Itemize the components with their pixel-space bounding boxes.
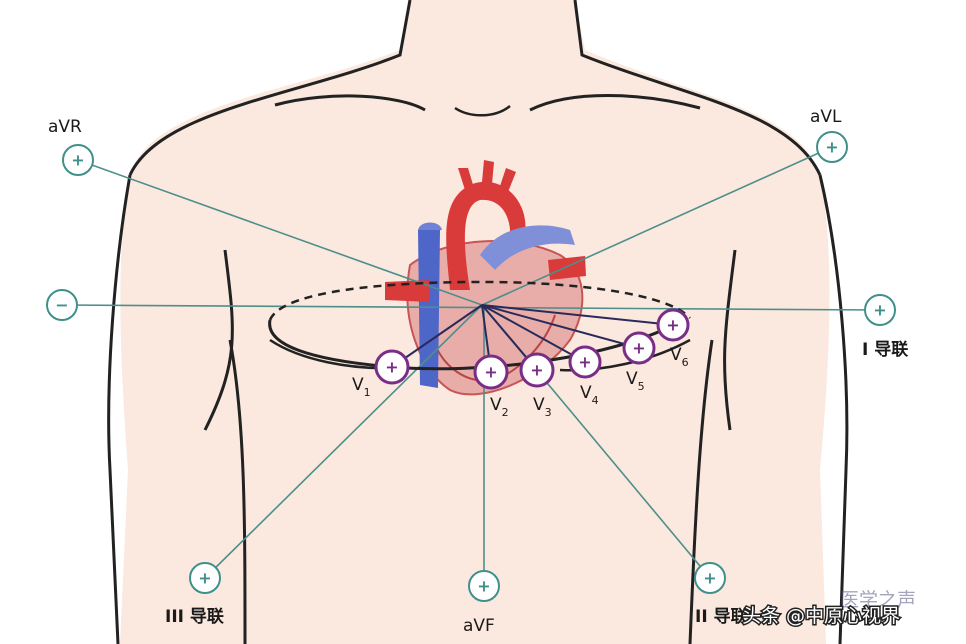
left-torso-side <box>688 339 714 644</box>
right-arm-outline <box>107 174 132 644</box>
right-torso-side <box>228 339 247 644</box>
electrode-v5-sign: + <box>632 339 645 358</box>
label-avr: aVR <box>48 117 82 137</box>
limb-labels: aVR aVL I 导联 III 导联 aVF II 导联 <box>48 107 908 636</box>
label-v3: V3 <box>533 395 552 419</box>
lead-line-lead3 <box>204 304 483 579</box>
electrode-lead3-sign: + <box>198 569 211 588</box>
watermark: 医学之声 头条 @中原心视界 <box>741 589 917 629</box>
aorta-arch <box>446 181 526 290</box>
precordial-line-v6 <box>481 304 674 326</box>
electrode-avl: + <box>816 131 848 163</box>
neck-shoulder-right <box>573 0 822 176</box>
precordial-line-v1 <box>391 304 483 368</box>
label-v1: V1 <box>352 375 371 399</box>
precordial-electrodes: + + + + + + <box>374 308 690 390</box>
lead-line-avr <box>77 159 483 306</box>
electrode-v2: + <box>473 354 509 390</box>
electrode-v4-sign: + <box>578 353 591 372</box>
label-lead3: III 导联 <box>165 607 224 627</box>
precordial-line-v5 <box>481 304 640 349</box>
electrode-v6: + <box>656 308 690 342</box>
label-v6: V6 <box>670 345 689 369</box>
sternal-notch <box>454 104 511 117</box>
electrode-avf-sign: + <box>477 577 490 596</box>
neck-shoulder-left <box>128 0 412 176</box>
label-v5: V5 <box>626 369 645 393</box>
left-collarbone <box>529 94 701 112</box>
electrode-lead2: + <box>694 562 726 594</box>
electrode-lead1-positive: + <box>864 294 896 326</box>
lead-line-avl <box>481 146 833 306</box>
electrode-lead1-negative-sign: − <box>55 296 68 315</box>
vena-cava-top <box>418 222 442 230</box>
electrode-v1: + <box>374 349 410 385</box>
electrode-lead2-sign: + <box>703 569 716 588</box>
left-arm-outline <box>818 174 849 644</box>
pulmonary-vein-left <box>548 256 586 280</box>
label-lead2: II 导联 <box>695 607 748 627</box>
right-collarbone <box>274 94 426 112</box>
limb-electrodes: + + − + + + + <box>46 131 896 602</box>
pulmonary-vein-right <box>385 280 430 302</box>
watermark-faded-text: 医学之声 <box>840 589 916 611</box>
left-armpit-line <box>723 249 737 431</box>
electrode-avr: + <box>62 144 94 176</box>
electrode-v3: + <box>519 352 555 388</box>
pulmonary-artery <box>480 225 575 270</box>
electrode-lead1-negative: − <box>46 289 78 321</box>
precordial-labels: V1 V2 V3 V4 V5 V6 <box>352 345 689 419</box>
electrode-v4: + <box>568 345 602 379</box>
watermark-text: 头条 @中原心视界 <box>742 605 900 627</box>
label-avf: aVF <box>463 616 495 636</box>
label-v4: V4 <box>580 383 599 407</box>
label-v2: V2 <box>490 395 509 419</box>
electrode-lead1-positive-sign: + <box>873 301 886 320</box>
precordial-lines <box>391 304 674 373</box>
electrode-avr-sign: + <box>71 151 84 170</box>
electrode-v5: + <box>622 331 656 365</box>
aorta-branches <box>458 160 516 192</box>
vena-cava <box>418 230 440 388</box>
electrode-v3-sign: + <box>530 361 543 380</box>
plane-back-curve <box>268 280 691 321</box>
lead-lines <box>61 146 881 586</box>
electrode-v2-sign: + <box>484 363 497 382</box>
electrode-avf: + <box>468 570 500 602</box>
electrode-avl-sign: + <box>825 138 838 157</box>
label-avl: aVL <box>810 107 842 127</box>
electrode-v6-sign: + <box>666 316 679 335</box>
lead-line-lead1 <box>61 304 881 311</box>
label-lead1: I 导联 <box>862 340 908 360</box>
electrode-v1-sign: + <box>385 358 398 377</box>
electrode-lead3: + <box>189 562 221 594</box>
precordial-line-v4 <box>481 304 586 363</box>
